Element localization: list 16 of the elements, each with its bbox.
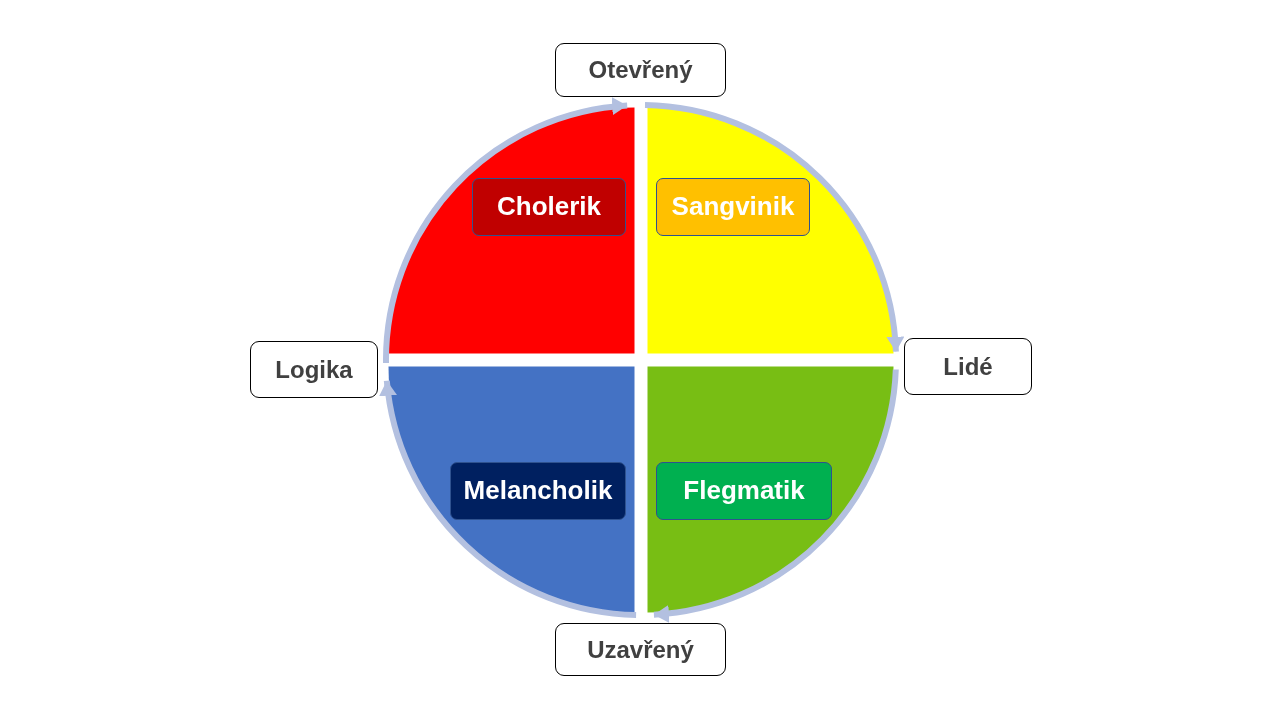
axis-label: Logika — [275, 355, 353, 384]
temperament-box — [472, 178, 626, 236]
axis-label-box — [555, 43, 726, 97]
axis-label-box — [555, 623, 726, 676]
axis-label: Otevřený — [588, 56, 693, 84]
axis-label: Uzavřený — [587, 635, 694, 664]
temperament-label: Melancholik — [463, 476, 613, 506]
temperament-box — [656, 178, 810, 236]
temperament-label: Cholerik — [497, 192, 601, 222]
axis-label-box — [904, 338, 1032, 395]
temperament-label: Sangvinik — [671, 192, 795, 222]
axis-label-box — [250, 341, 378, 398]
temperament-label: Flegmatik — [683, 476, 805, 506]
temperament-box — [656, 462, 832, 520]
axis-label: Lidé — [943, 352, 993, 381]
temperament-box — [450, 462, 626, 520]
